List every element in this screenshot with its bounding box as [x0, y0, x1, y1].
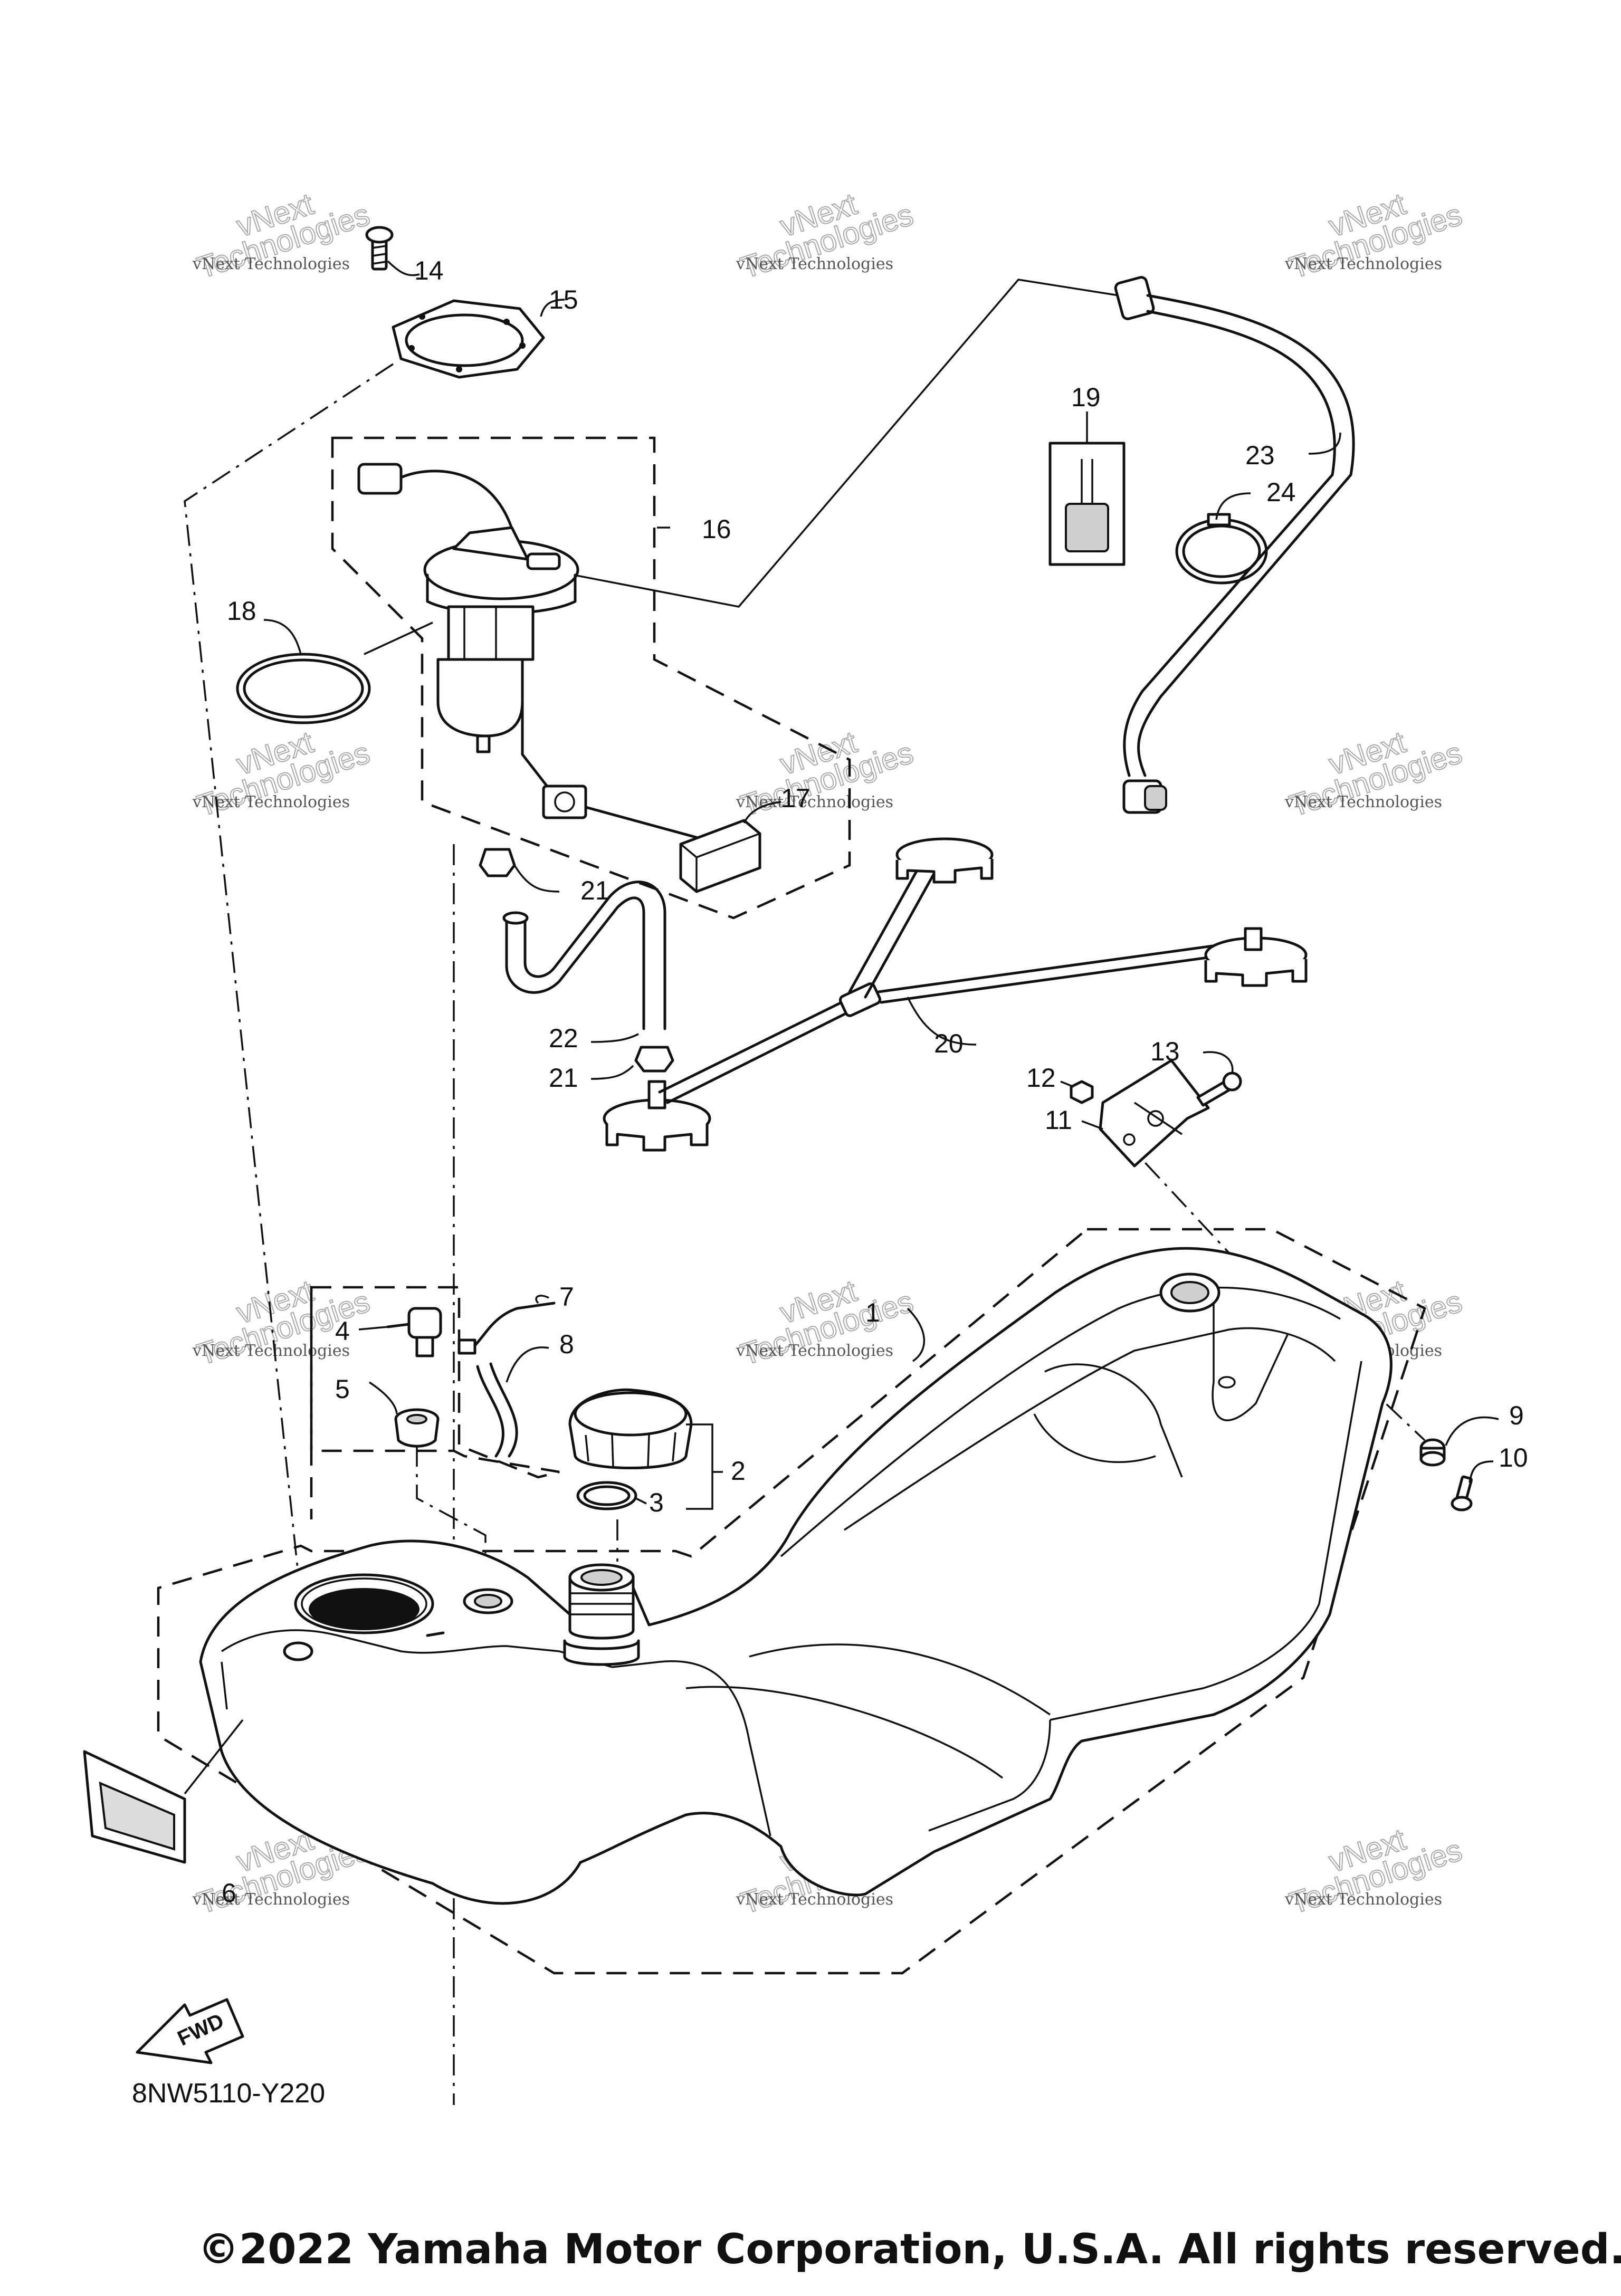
callout-21-upper: 21 [580, 876, 610, 905]
clamp-21-upper [479, 848, 516, 877]
watermark: Technologies vNext vNext Technologies [192, 724, 374, 824]
fuel-cap-2 [568, 1388, 693, 1469]
svg-text:vNext Technologies: vNext Technologies [192, 1342, 350, 1360]
watermark: Technologies vNext vNext Technologies [736, 186, 918, 285]
callout-5: 5 [335, 1374, 350, 1404]
reference-line-damper [1329, 1350, 1426, 1441]
fuel-pump-16 [357, 463, 703, 840]
callout-23: 23 [1245, 441, 1275, 470]
hose-7-8 [457, 1302, 556, 1458]
callout-3: 3 [649, 1488, 664, 1517]
bolt-14 [365, 226, 394, 271]
unit-19 [1048, 442, 1126, 566]
fwd-arrow-icon: FWD [136, 1998, 244, 2064]
grommet-5 [394, 1408, 440, 1448]
fuel-tank-assembly-boundary [157, 1228, 1426, 1975]
svg-text:vNext Technologies: vNext Technologies [736, 255, 893, 273]
svg-text:vNext Technologies: vNext Technologies [192, 793, 350, 811]
gasket-15 [392, 299, 545, 379]
callout-13: 13 [1150, 1037, 1180, 1066]
copyright-notice: ©2022 Yamaha Motor Corporation, U.S.A. A… [198, 2226, 1621, 2273]
callout-11: 11 [1045, 1105, 1072, 1135]
damper-9 [1419, 1438, 1446, 1467]
float-17 [679, 819, 761, 893]
callout-21-lower: 21 [549, 1063, 578, 1093]
callout-2: 2 [731, 1456, 746, 1486]
callout-18: 18 [227, 596, 256, 626]
svg-text:vNext Technologies: vNext Technologies [736, 1342, 893, 1360]
callout-24: 24 [1266, 477, 1296, 507]
callout-4: 4 [335, 1316, 350, 1346]
svg-text:vNext Technologies: vNext Technologies [1284, 1890, 1442, 1909]
hose-22 [502, 881, 666, 1030]
fuel-tank-1 [199, 1247, 1393, 1905]
callout-12: 12 [1026, 1063, 1056, 1093]
bolt-13 [1196, 1072, 1242, 1107]
watermark: Technologies vNext vNext Technologies [1284, 724, 1466, 824]
svg-text:vNext Technologies: vNext Technologies [1284, 255, 1442, 273]
watermark: Technologies vNext vNext Technologies [1284, 186, 1466, 285]
reference-line-fuel-hose [532, 279, 1119, 608]
callout-6: 6 [222, 1878, 236, 1908]
bracket-11 [1099, 1059, 1210, 1168]
sender-assembly-boundary [310, 1286, 560, 1479]
clamp-24 [1175, 513, 1268, 585]
nut-12 [1070, 1080, 1094, 1104]
callouts: 1 2 3 4 5 7 8 6 9 10 11 12 13 [222, 256, 1528, 1908]
o-ring-3 [576, 1481, 637, 1510]
callout-9: 9 [1509, 1401, 1524, 1430]
diagram-code: 8NW5110-Y220 [132, 2078, 325, 2109]
svg-text:vNext Technologies: vNext Technologies [192, 1890, 350, 1909]
watermark: Technologies vNext vNext Technologies [736, 1273, 918, 1372]
assembly-boundaries [157, 436, 1426, 1975]
watermark: Technologies vNext vNext Technologies [192, 186, 374, 285]
callout-14: 14 [414, 256, 444, 285]
callout-16: 16 [702, 514, 731, 544]
label-6 [83, 1719, 244, 1864]
callout-20: 20 [934, 1029, 964, 1058]
callout-10: 10 [1499, 1443, 1528, 1472]
fuel-hose-23 [1114, 276, 1355, 814]
fuel-suction-20 [603, 837, 1308, 1152]
watermark: Technologies vNext vNext Technologies [1284, 1822, 1466, 1921]
reference-line-gasket [184, 363, 394, 1599]
callout-8: 8 [559, 1329, 574, 1359]
o-ring-18 [236, 653, 371, 724]
watermark: Technologies vNext vNext Technologies [736, 724, 918, 824]
clamp-21-lower [634, 1046, 674, 1073]
sender-4 [386, 1307, 442, 1357]
callout-22: 22 [549, 1023, 578, 1053]
svg-text:vNext Technologies: vNext Technologies [1284, 793, 1442, 811]
callout-19: 19 [1071, 382, 1101, 412]
svg-text:vNext Technologies: vNext Technologies [192, 255, 350, 273]
callout-17: 17 [781, 783, 810, 813]
svg-text:vNext Technologies: vNext Technologies [736, 793, 893, 811]
fuel-pump-assembly-boundary [331, 436, 851, 920]
bolt-10 [1451, 1475, 1473, 1511]
reference-line-bracket [1118, 1133, 1331, 1362]
callout-7: 7 [559, 1282, 574, 1312]
callout-1: 1 [865, 1298, 880, 1327]
callout-15: 15 [549, 285, 578, 314]
leader-lines [184, 279, 1426, 2105]
svg-text:vNext Technologies: vNext Technologies [736, 1890, 893, 1909]
